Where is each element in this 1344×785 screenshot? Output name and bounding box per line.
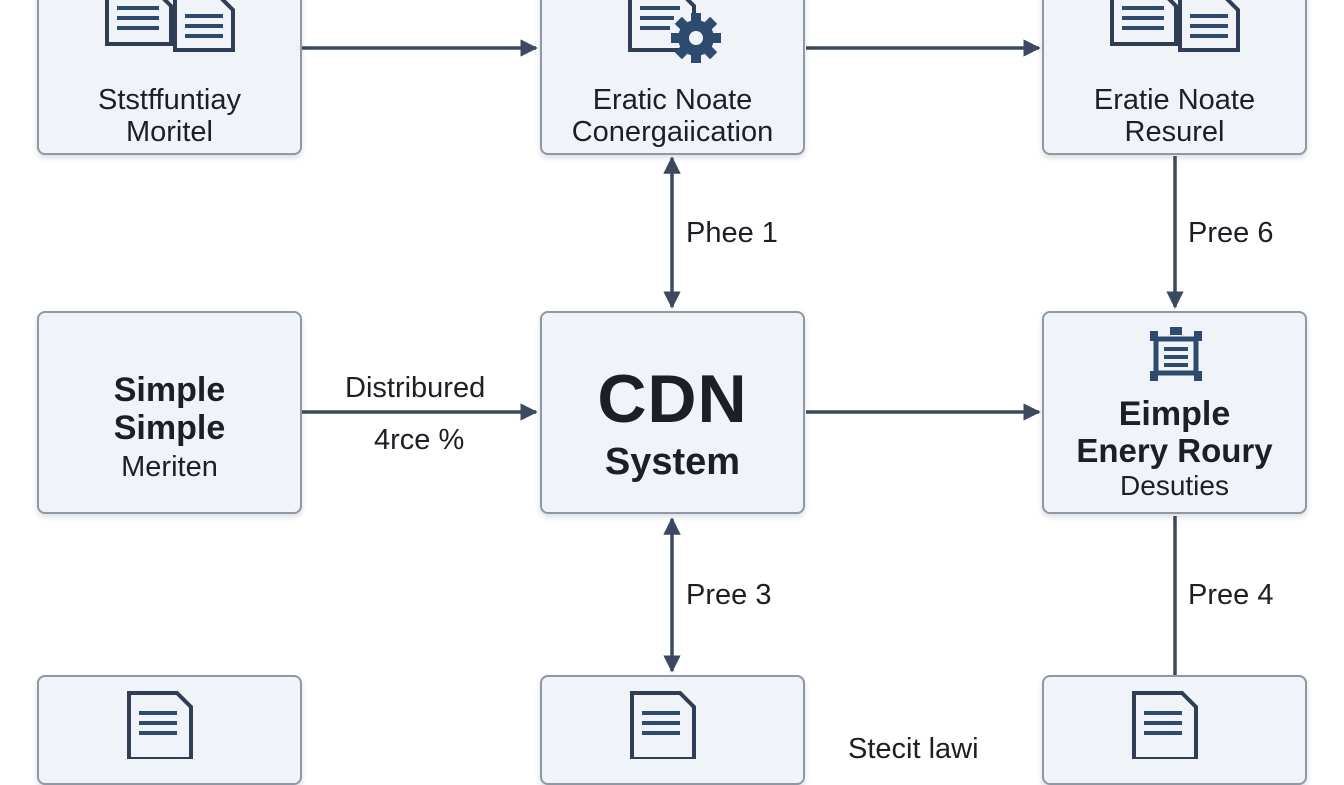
cdn-subtitle: System <box>604 441 741 483</box>
node-bottom-left <box>37 675 302 785</box>
document-icon <box>1132 691 1198 759</box>
node-top-mid-line1: Eratic Noate <box>592 84 753 116</box>
server-gears-icon <box>1150 327 1202 381</box>
node-top-mid-line2: Conergaiication <box>571 116 774 149</box>
node-mid-right-line2: Enery Roury <box>1076 432 1273 470</box>
node-mid-left-line3: Meriten <box>121 451 218 484</box>
node-top-right: Eratie Noate Resurel <box>1042 0 1307 155</box>
document-gear-icon <box>628 0 721 63</box>
node-top-left-line2: Moritel <box>125 116 213 149</box>
edge-label-4rce: 4rce % <box>374 424 465 456</box>
document-icon <box>630 691 696 759</box>
node-top-left: Ststffuntiay Moritel <box>37 0 302 155</box>
node-mid-left-line2: Simple <box>113 409 226 448</box>
edge-label-pree-6: Pree 6 <box>1188 217 1274 249</box>
documents-icon <box>105 0 235 52</box>
document-icon <box>127 691 193 759</box>
cdn-flow-diagram: Ststffuntiay Moritel Eratic Noate Conerg… <box>37 0 1307 785</box>
node-mid-right-line1: Eimple <box>1118 395 1231 433</box>
edge-label-distribured: Distribured <box>345 372 486 404</box>
node-bottom-mid <box>540 675 805 785</box>
cdn-title: CDN <box>597 361 748 437</box>
documents-icon <box>1110 0 1240 52</box>
node-top-right-line1: Eratie Noate <box>1093 84 1256 116</box>
node-bottom-right <box>1042 675 1307 785</box>
node-mid-left-line1: Simple <box>113 371 226 409</box>
edge-label-phee-1: Phee 1 <box>686 217 778 249</box>
edge-label-pree-4: Pree 4 <box>1188 579 1274 611</box>
edge-label-pree-3: Pree 3 <box>686 579 772 611</box>
node-top-left-line1: Ststffuntiay <box>98 84 241 116</box>
node-top-mid: Eratic Noate Conergaiication <box>540 0 805 155</box>
connectors-layer <box>302 39 1184 676</box>
node-mid-right-line3: Desuties <box>1120 470 1229 502</box>
node-cdn-system: CDN System <box>540 311 805 514</box>
node-mid-right: Eimple Enery Roury Desuties <box>1042 311 1307 514</box>
node-mid-left: Simple Simple Meriten <box>37 311 302 514</box>
node-top-right-line2: Resurel <box>1124 116 1225 149</box>
